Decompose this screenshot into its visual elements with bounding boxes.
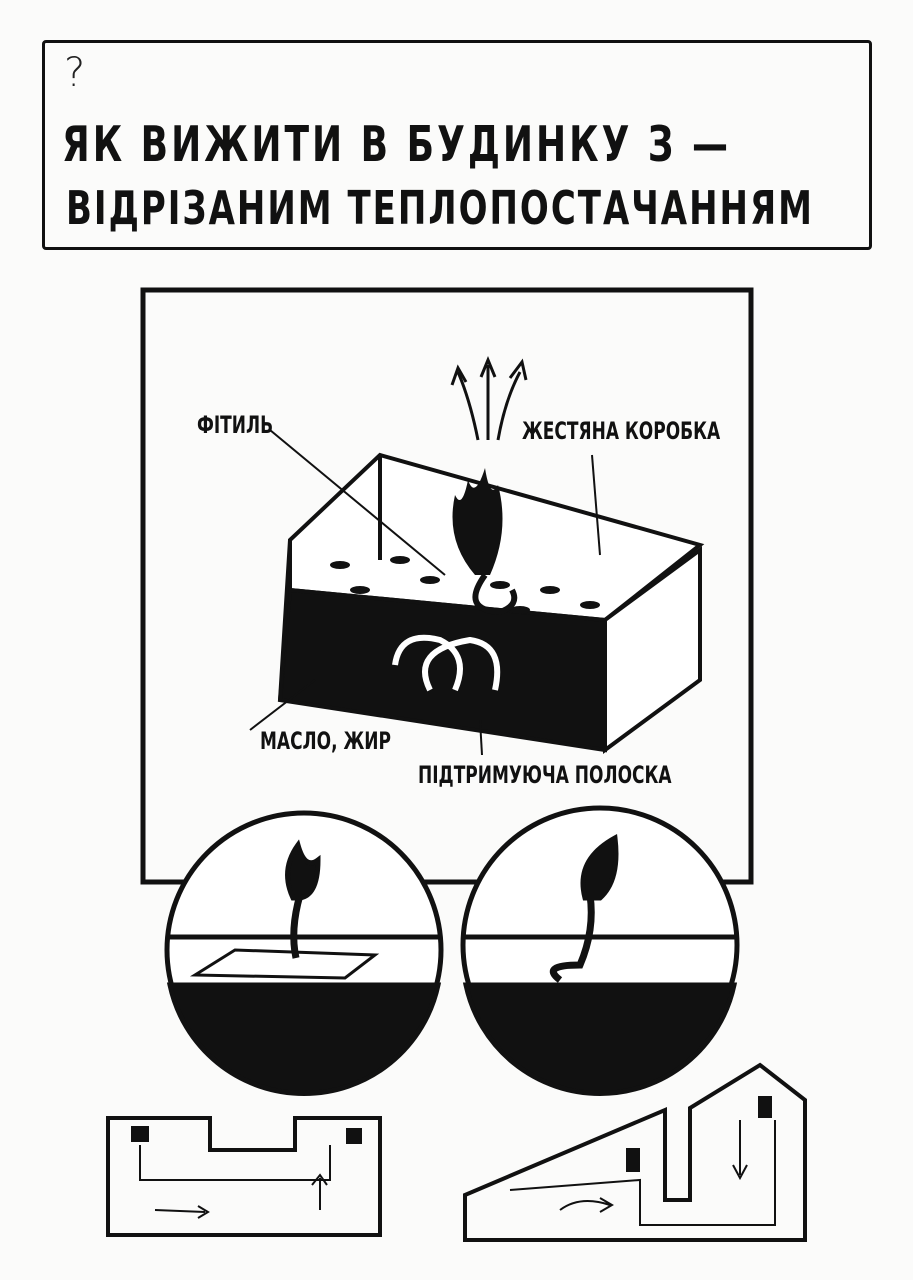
title-frame [42,40,872,250]
wick [472,573,518,616]
question-mark: ? [64,50,86,96]
label-tin-box: ЖЕСТЯНА КОРОБКА [522,418,721,446]
room-plan-left [106,1116,382,1237]
label-oil-fat: МАСЛО, ЖИР [260,728,391,756]
title-line-2: ВІДРІЗАНИМ ТЕПЛОПОСТАЧАННЯМ [66,182,815,236]
support-strip [392,634,501,692]
label-wick: ФІТИЛЬ [197,412,274,440]
heat-arrows-icon [450,356,528,441]
leader-lines [249,429,601,756]
detail-circle-right [460,805,740,1096]
label-support-strip: ПІДТРИМУЮЧА ПОЛОСКА [418,762,672,790]
detail-circle-left [164,810,444,1096]
flame-icon [452,468,503,575]
main-panel-frame [140,287,754,885]
oil-dots [330,556,600,614]
room-plan-right [463,1062,807,1242]
title-line-1: ЯК ВИЖИТИ В БУДИНКУ З — [62,118,731,174]
